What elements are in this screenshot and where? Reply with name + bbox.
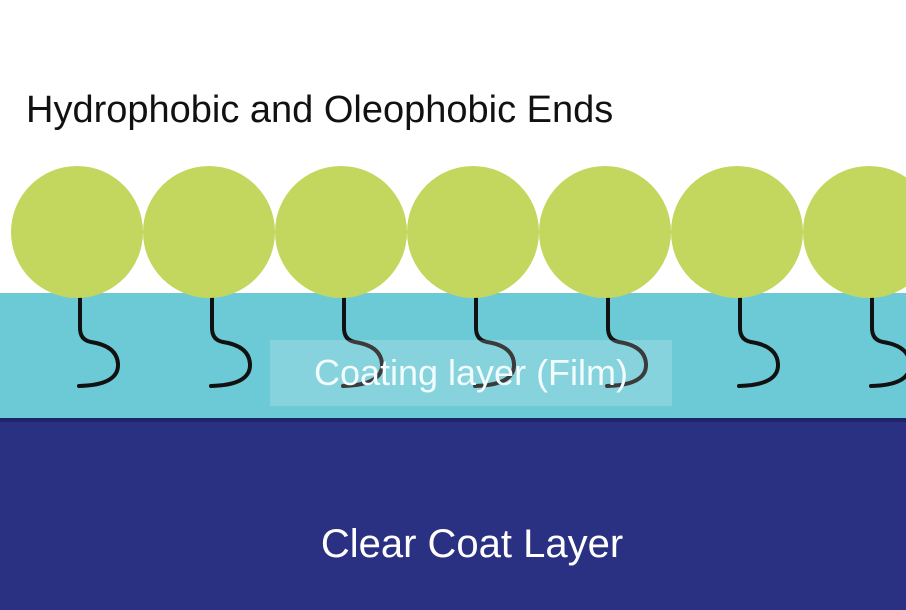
layer-boundary — [0, 418, 906, 422]
clear-coat-layer-label: Clear Coat Layer — [320, 522, 624, 566]
hydrophobic-end-sphere — [143, 166, 275, 298]
hydrophobic-end-sphere — [275, 166, 407, 298]
molecule-tail — [341, 296, 384, 388]
hydrophobic-end-sphere — [11, 166, 143, 298]
coating-label-backdrop — [270, 340, 672, 406]
molecule-tail — [605, 296, 648, 388]
coating-layer — [0, 293, 906, 420]
molecule-group — [11, 166, 906, 388]
hydrophobic-end-sphere — [671, 166, 803, 298]
molecule-tail — [737, 296, 780, 388]
molecule-tail — [869, 296, 906, 388]
hydrophobic-end-sphere — [539, 166, 671, 298]
hydrophobic-ends-label: Hydrophobic and Oleophobic Ends — [26, 89, 614, 131]
molecule-tail — [473, 296, 516, 388]
molecule-tail — [209, 296, 252, 388]
molecule-tail — [77, 296, 120, 388]
hydrophobic-end-sphere — [407, 166, 539, 298]
hydrophobic-end-sphere — [803, 166, 906, 298]
coating-layer-label: Coating layer (Film) — [313, 352, 629, 393]
clear-coat-layer — [0, 420, 906, 610]
